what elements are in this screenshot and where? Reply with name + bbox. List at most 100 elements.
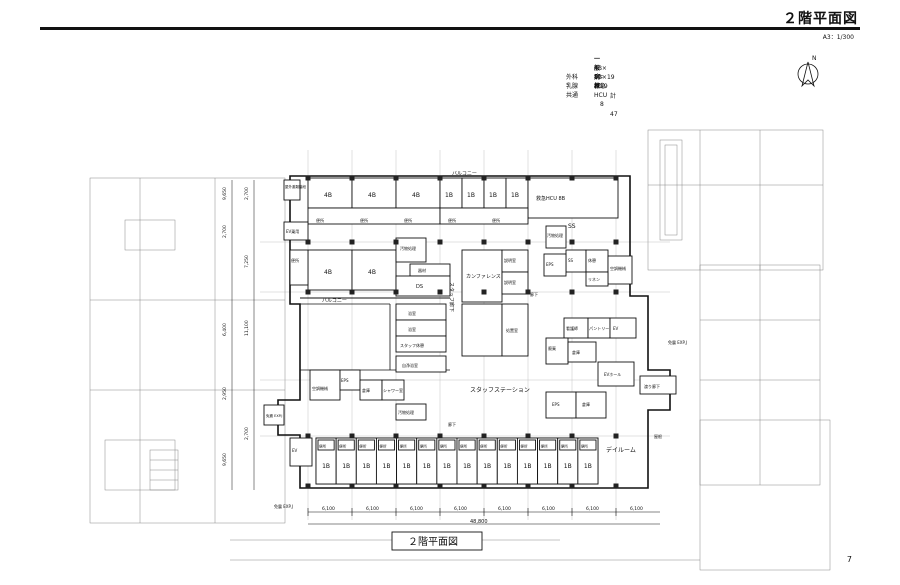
legend-heading: 一般病棟 — [594, 56, 601, 90]
vertical-dim-label: 11,100 — [244, 320, 250, 336]
column — [525, 239, 531, 245]
warehouse-label: 倉庫 — [362, 387, 370, 393]
storage-label: 器材 — [418, 267, 426, 273]
room-toilet — [317, 439, 335, 451]
eps-label: EPS — [552, 402, 560, 407]
room-label: 4B — [324, 192, 332, 199]
nurse-station-label: スタッフステーション — [470, 386, 530, 394]
balcony-label: バルコニー — [452, 171, 477, 177]
column — [613, 433, 619, 439]
ss-label: SS — [568, 258, 574, 263]
toilet-label: 便所 — [561, 444, 569, 449]
column — [305, 289, 311, 295]
column — [481, 483, 487, 489]
column — [437, 289, 443, 295]
toilet-label: 便所 — [316, 217, 324, 223]
ev-lobby-label: EV乗用 — [286, 228, 299, 234]
room-toilet — [539, 439, 557, 451]
corridor2-label: 渡り廊下 — [644, 383, 660, 389]
vertical-dim-label: 2,950 — [222, 387, 228, 400]
column — [437, 433, 443, 439]
column — [393, 239, 399, 245]
medicine-label: 処置室 — [506, 327, 518, 333]
legend-row-value: 救急HCU 8 — [594, 83, 608, 108]
room-label: 4B — [368, 192, 376, 199]
central-area: カンファレンス 説明室 説明室 処置室 スタッフ廊下 スタッフステーション 廊下… — [448, 249, 538, 427]
east-core: 汚物処理 SS 休憩 空調機械 EPS リネン 看護師 パントリー EV 廃棄 … — [543, 225, 687, 454]
dimension-label: 6,100 — [542, 506, 555, 512]
room-toilet — [337, 439, 355, 451]
ev-hall-label: EVホール — [604, 372, 621, 377]
toilet-label: 便所 — [339, 444, 347, 449]
balcony-label: バルコニー — [322, 298, 347, 304]
legend-row-value: 1B×19＝19 — [594, 74, 615, 90]
column — [525, 175, 531, 181]
plan-caption: ２階平面図 — [391, 531, 483, 551]
room-label: 1B — [503, 463, 511, 470]
column — [393, 289, 399, 295]
room-toilet — [579, 439, 597, 451]
legend-row-value: 計 47 — [610, 93, 618, 118]
sheet-scale: A3：1/300 — [822, 34, 854, 41]
dimension-label: 6,100 — [454, 506, 467, 512]
column — [305, 175, 311, 181]
structural-columns — [305, 175, 619, 489]
column — [481, 289, 487, 295]
room-label: 1B — [511, 192, 519, 199]
toilet-label: 便所 — [541, 444, 549, 449]
dirty-label: 汚物処理 — [400, 245, 416, 251]
toilet-label: 便所 — [359, 444, 367, 449]
dimension-label: 6,100 — [498, 506, 511, 512]
column — [525, 289, 531, 295]
lower-ward: 便所1B便所1B便所1B便所1B便所1B便所1B便所1B便所1B便所1B便所1B… — [315, 437, 599, 485]
vertical-dimensions: 9,650 2,700 2,700 7,250 6,400 11,100 2,9… — [222, 180, 255, 490]
room-label: 1B — [483, 463, 491, 470]
column — [569, 433, 575, 439]
column — [393, 433, 399, 439]
column — [525, 433, 531, 439]
column — [569, 289, 575, 295]
room-toilet — [458, 439, 476, 451]
vertical-dim-label: 9,650 — [222, 187, 228, 200]
column — [349, 289, 355, 295]
column — [613, 175, 619, 181]
context-buildings — [89, 129, 831, 571]
eps-label: EPS — [546, 262, 554, 267]
column — [305, 433, 311, 439]
vertical-dim-label: 6,400 — [222, 323, 228, 336]
room-toilet — [559, 439, 577, 451]
elevator-label: EV — [613, 326, 619, 331]
ds-label: DS — [416, 284, 423, 290]
column — [437, 483, 443, 489]
page-number: 7 — [846, 555, 852, 564]
machine-label: 空調機械 — [312, 385, 328, 391]
column — [569, 175, 575, 181]
column — [349, 175, 355, 181]
room-label: 1B — [564, 463, 572, 470]
linen-label: リネン — [588, 276, 600, 282]
ss-label: SS — [568, 223, 576, 230]
column — [613, 289, 619, 295]
exp-joint-label: 免震 EXP.J — [274, 503, 293, 509]
dirty-label: 汚物処理 — [547, 232, 563, 238]
toilet-label: 便所 — [520, 444, 528, 449]
column — [481, 175, 487, 181]
room-label: 1B — [443, 463, 451, 470]
column — [569, 239, 575, 245]
room-label: 1B — [584, 463, 592, 470]
warehouse-label: 倉庫 — [582, 401, 590, 407]
room-label: 1B — [467, 192, 475, 199]
toilet-label: 便所 — [448, 217, 456, 223]
dimension-label: 6,100 — [322, 506, 335, 512]
bathroom-label: 浴室 — [408, 310, 416, 316]
bath-label: 自浄浴室 — [402, 362, 418, 368]
room-toilet — [518, 439, 537, 451]
staff-corridor-label: スタッフ廊下 — [448, 282, 455, 312]
room-toilet — [498, 439, 516, 451]
exp-joint-label: 免震 EXP.J — [266, 413, 282, 418]
column — [349, 239, 355, 245]
toilet-label: 便所 — [360, 217, 368, 223]
room-label: 4B — [412, 192, 420, 199]
room-label: 1B — [463, 463, 471, 470]
